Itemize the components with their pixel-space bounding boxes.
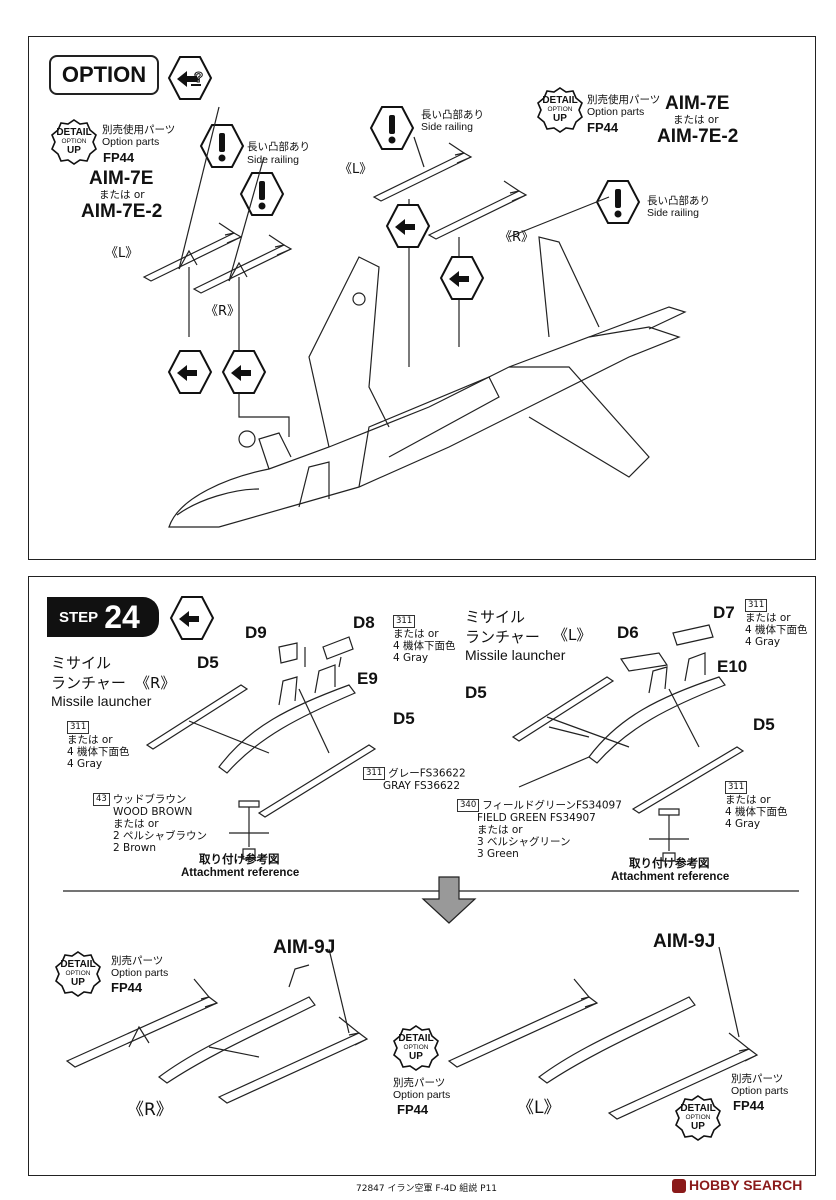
side-railing-jp: 長い凸部あり (247, 141, 310, 153)
launcher-label-en: Missile launcher (465, 647, 566, 663)
option-parts-en: Option parts (393, 1089, 451, 1101)
flip-arrow-icon (439, 255, 485, 306)
option-parts-note-jp: 別売使用パーツ (102, 124, 176, 136)
svg-text:?: ? (194, 69, 203, 86)
missile-name: AIM-9J (273, 937, 336, 958)
option-parts-note-en: Option parts (102, 136, 160, 148)
part-code: FP44 (111, 980, 143, 995)
attachment-reference-en: Attachment reference (611, 871, 730, 883)
paint-note: 311 または or 4 機体下面色 4 Gray (725, 781, 788, 831)
part-d6: D6 (617, 623, 639, 642)
left-label: 《L》 (517, 1098, 561, 1118)
part-code: FP44 (103, 150, 135, 165)
side-railing-jp: 長い凸部あり (421, 109, 484, 121)
part-code: FP44 (397, 1102, 429, 1117)
side-railing-en: Side railing (247, 154, 299, 166)
missile-name-alt: AIM-7E-2 (657, 126, 739, 147)
or-text: または or (673, 114, 719, 126)
missile-name: AIM-9J (653, 931, 716, 952)
left-label: 《L》 (553, 626, 592, 644)
exclamation-icon (199, 123, 245, 174)
side-railing-en: Side railing (421, 121, 473, 133)
launcher-label-en: Missile launcher (51, 693, 152, 709)
right-label: 《R》 (135, 674, 176, 692)
part-d5: D5 (753, 715, 775, 734)
part-code: FP44 (733, 1098, 765, 1113)
launcher-label-jp: ミサイル (51, 654, 112, 672)
part-d5: D5 (465, 683, 487, 702)
option-parts-jp: 別売パーツ (393, 1077, 446, 1089)
flip-arrow-icon (385, 203, 431, 254)
footer-text: 72847 イラン空軍 F-4D 組説 P11 (356, 1184, 498, 1194)
option-parts-jp: 別売パーツ (731, 1073, 784, 1085)
option-parts-en: Option parts (731, 1085, 789, 1097)
missile-name: AIM-7E (665, 93, 730, 114)
paint-note: 311 または or 4 機体下面色 4 Gray (67, 721, 130, 771)
option-title: OPTION (49, 55, 159, 95)
part-d8: D8 (353, 613, 375, 632)
part-d9: D9 (245, 623, 267, 642)
side-railing-jp: 長い凸部あり (647, 195, 710, 207)
missile-name: AIM-7E (89, 168, 154, 189)
step-word: STEP (59, 608, 99, 626)
attachment-reference-en: Attachment reference (181, 867, 300, 879)
step-panel: STEP 24 ミサイル ランチャー 《R》 Missile launcher … (28, 576, 816, 1176)
launcher-label-jp2: ランチャー (51, 674, 126, 692)
part-d5: D5 (393, 709, 415, 728)
paint-note: 311 または or 4 機体下面色 4 Gray (745, 599, 808, 649)
option-parts-note-jp: 別売使用パーツ (587, 94, 661, 106)
paint-note: 311 または or 4 機体下面色 4 Gray (393, 615, 456, 665)
flip-arrow-icon (169, 595, 215, 646)
or-text: または or (99, 189, 145, 201)
right-label: 《R》 (127, 1100, 173, 1120)
watermark: HOBBY SEARCH (672, 1177, 802, 1194)
right-label: 《R》 (205, 304, 241, 319)
flip-arrow-icon: ? (167, 55, 213, 106)
launcher-label-jp: ミサイル (465, 608, 526, 626)
part-e10: E10 (717, 657, 748, 676)
left-label: 《L》 (105, 246, 139, 261)
exclamation-icon (369, 105, 415, 156)
left-label: 《L》 (339, 162, 373, 177)
part-d5: D5 (197, 653, 219, 672)
flip-arrow-icon (221, 349, 267, 400)
exclamation-icon (239, 171, 285, 222)
step-label: STEP 24 (47, 597, 159, 637)
side-railing-en: Side railing (647, 207, 699, 219)
part-d7: D7 (713, 603, 735, 622)
step-number: 24 (104, 598, 140, 635)
attachment-reference-jp: 取り付け参考図 (629, 856, 710, 870)
right-label: 《R》 (499, 230, 535, 245)
attachment-reference-jp: 取り付け参考図 (199, 852, 280, 866)
exclamation-icon (595, 179, 641, 230)
launcher-label-jp2: ランチャー (465, 628, 540, 646)
watermark-icon (672, 1179, 686, 1194)
option-parts-note-en: Option parts (587, 106, 645, 118)
part-e9: E9 (357, 669, 378, 688)
flip-arrow-icon (167, 349, 213, 400)
option-parts-en: Option parts (111, 967, 169, 979)
missile-name-alt: AIM-7E-2 (81, 201, 163, 222)
option-parts-jp: 別売パーツ (111, 955, 164, 967)
part-code: FP44 (587, 120, 619, 135)
